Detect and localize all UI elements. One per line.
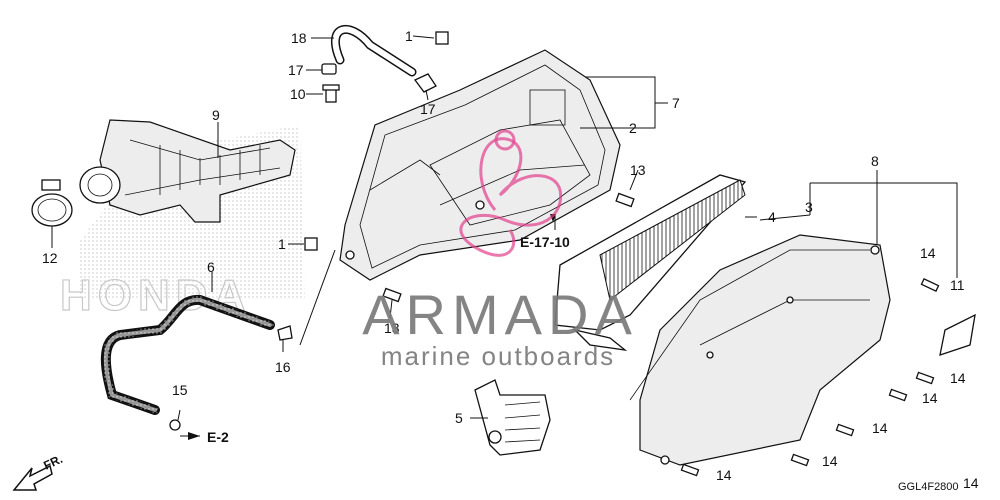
small-fasteners (321, 63, 437, 103)
callout-18: 18 (291, 30, 307, 46)
callout-7: 7 (672, 95, 680, 111)
callout-numbers: 1 1 2 3 4 5 6 7 8 9 10 11 12 13 13 14 14… (42, 28, 979, 491)
callout-14-e: 14 (822, 453, 838, 469)
callout-11: 11 (950, 277, 965, 293)
callout-14-g: 14 (963, 475, 979, 491)
honda-logo-text: HONDA (60, 271, 251, 320)
callout-2: 2 (629, 120, 637, 136)
callout-17-left: 17 (288, 62, 304, 78)
callout-1-left: 1 (278, 236, 286, 252)
callout-4: 4 (768, 209, 776, 225)
callout-12: 12 (42, 250, 58, 266)
screws (304, 31, 940, 477)
callout-14-f: 14 (716, 467, 732, 483)
callout-10: 10 (290, 86, 306, 102)
intake-duct (79, 119, 296, 223)
callout-9: 9 (212, 107, 220, 123)
front-arrow: FR. (12, 452, 65, 491)
callout-17-right: 17 (420, 101, 436, 117)
figure-code: GGL4F2800 (898, 481, 959, 493)
ref-e-17-10: E-17-10 (520, 234, 570, 250)
callout-13-left: 13 (384, 320, 400, 336)
front-label: FR. (41, 452, 64, 473)
bracket (474, 379, 551, 456)
callout-14-c: 14 (922, 390, 938, 406)
leader-lines (51, 35, 958, 437)
label-plate (939, 313, 976, 356)
hose-clamp (31, 179, 73, 227)
callout-13-right: 13 (630, 162, 646, 178)
callout-14-d: 14 (872, 420, 888, 436)
armada-brand-text: ARMADA (362, 283, 638, 346)
callout-1-top: 1 (405, 28, 413, 44)
callout-6: 6 (207, 259, 215, 275)
tube-clips (169, 325, 293, 431)
reference-labels: E-17-10 E-2 (188, 214, 570, 445)
armada-pink-logo-mark (459, 129, 563, 257)
breather-tube (330, 24, 417, 77)
armada-tagline: marine outboards (381, 341, 615, 371)
drain-tube (100, 294, 275, 415)
callout-15: 15 (172, 382, 188, 398)
callout-14-a: 14 (920, 245, 936, 261)
air-cleaner-cover (629, 234, 891, 466)
callout-5: 5 (455, 410, 463, 426)
filter-element (554, 174, 747, 351)
ref-e-2: E-2 (207, 429, 229, 445)
callout-8: 8 (871, 153, 879, 169)
callout-16: 16 (275, 359, 291, 375)
callout-14-b: 14 (950, 370, 966, 386)
armada-watermark: ARMADA marine outboards (362, 129, 638, 371)
callout-3: 3 (805, 199, 813, 215)
